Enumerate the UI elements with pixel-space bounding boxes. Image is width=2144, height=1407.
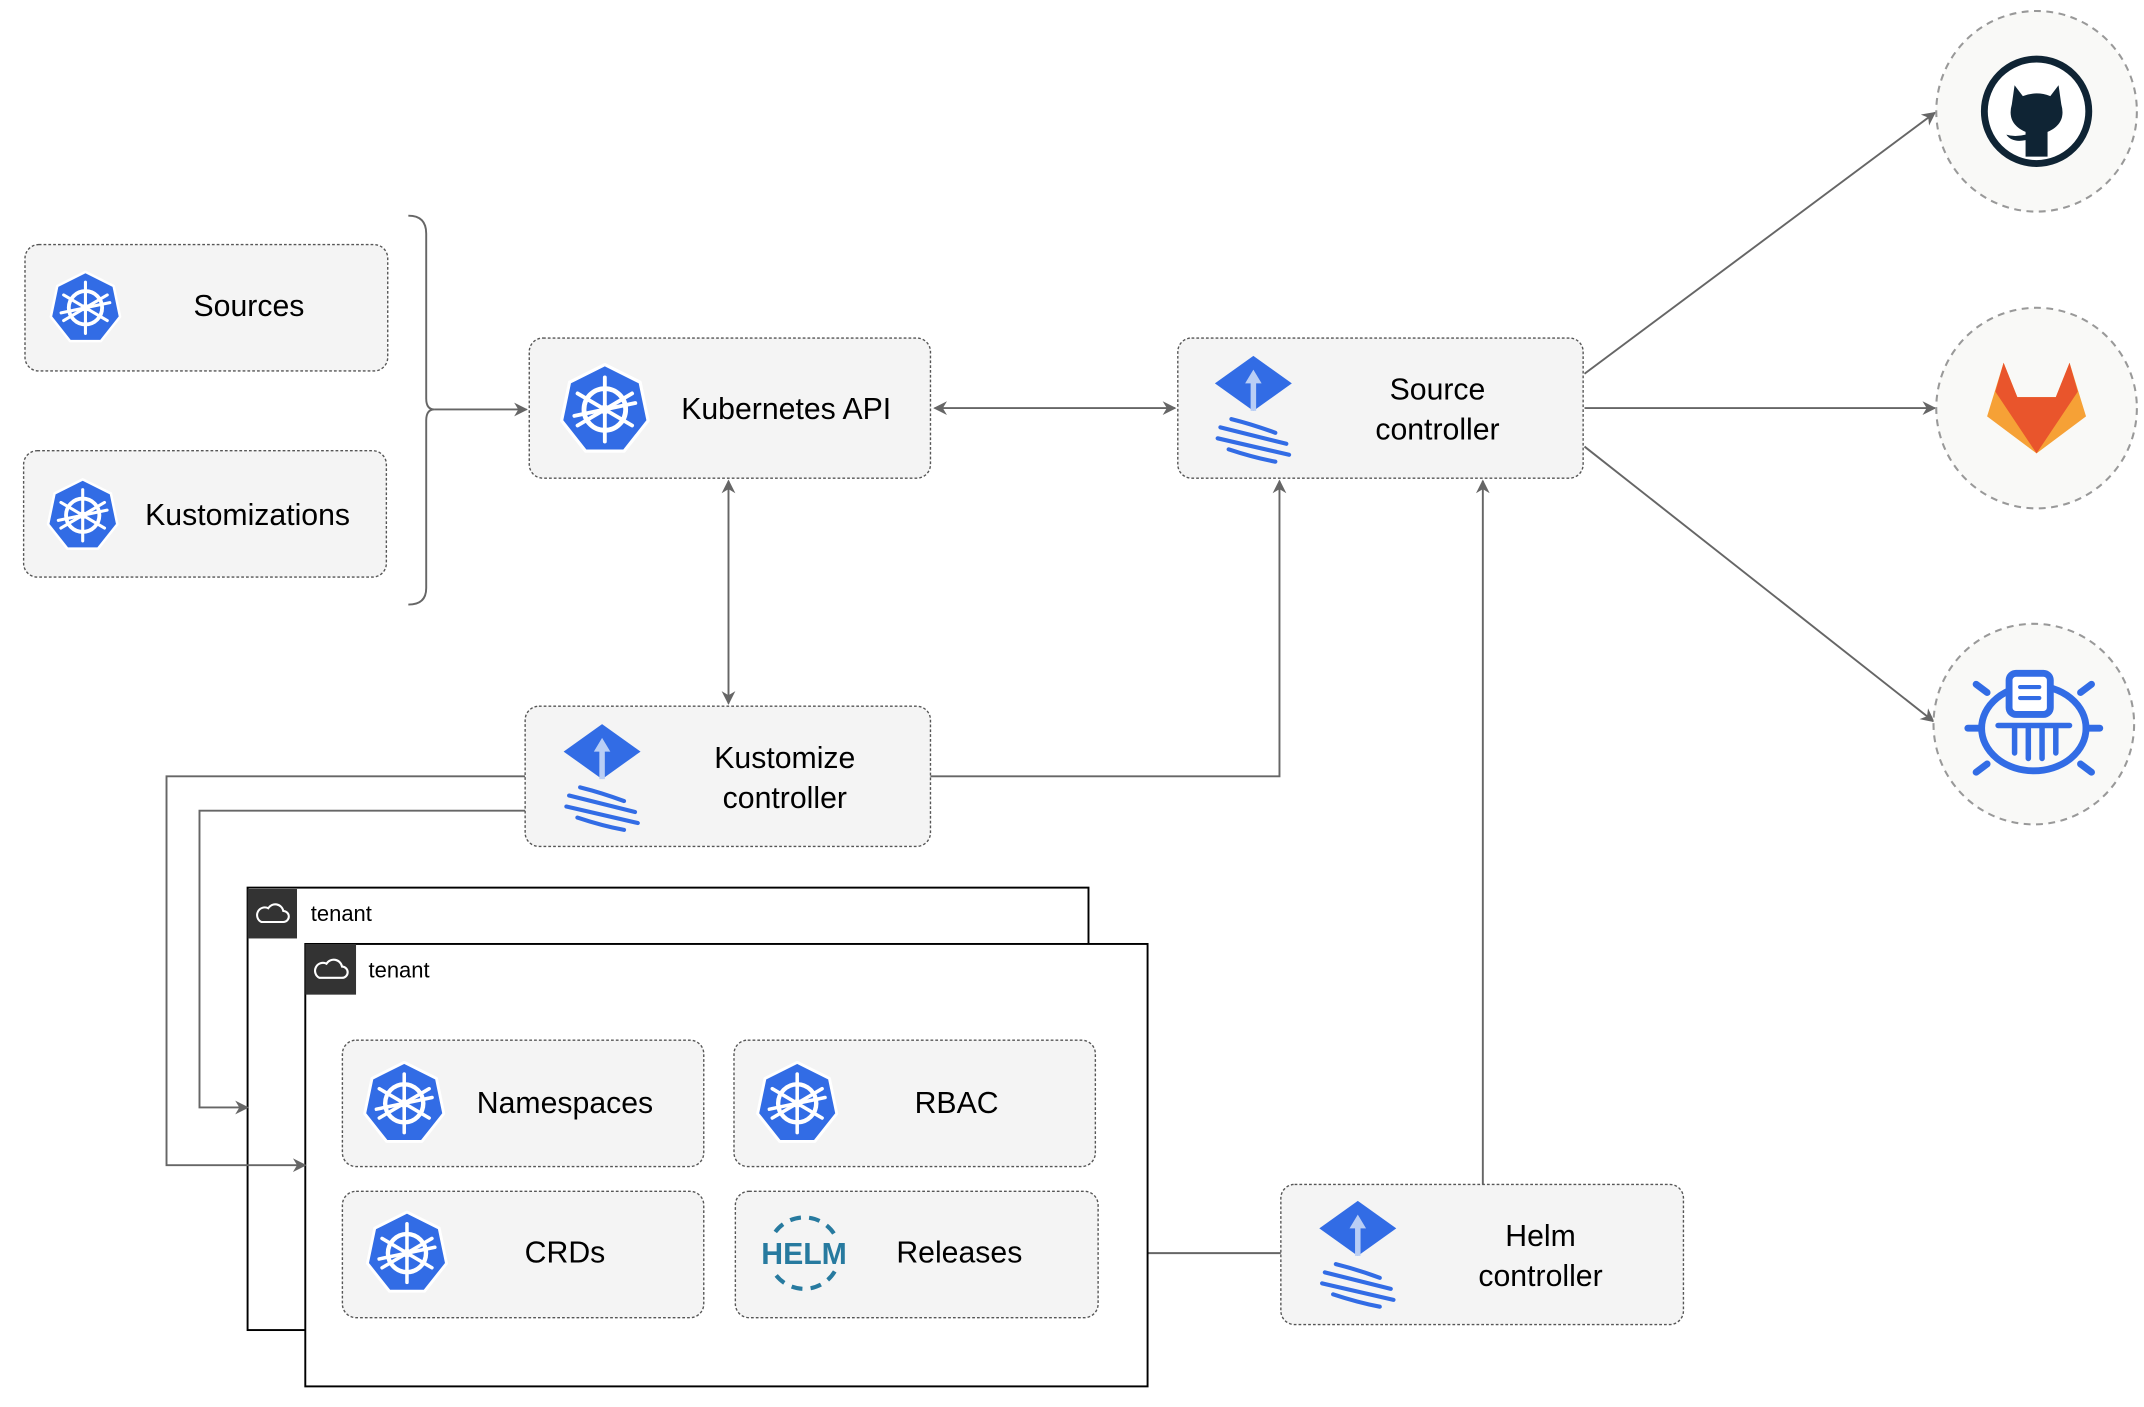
helm-repository-icon: [1964, 669, 2104, 776]
node-crds: CRDs: [341, 1190, 705, 1319]
node-label-line1: Source: [1390, 374, 1486, 407]
node-label: Kustomizations: [145, 499, 350, 532]
github-repository: [1935, 9, 2138, 213]
node-label-line1: Kustomize: [714, 742, 855, 775]
node-namespaces: Namespaces: [341, 1039, 705, 1168]
edge-kustomize-to-tenant-front: [165, 775, 526, 1173]
edge-kustomize-to-source: [930, 479, 1287, 778]
edge-source-to-github: [1583, 111, 1936, 375]
node-kustomizations: Kustomizations: [22, 449, 388, 578]
node-sources: Sources: [24, 243, 389, 372]
cloud-icon: [305, 943, 357, 995]
edge-kustomize-to-tenant-back: [198, 809, 526, 1115]
edge-source-to-helm-repo: [1583, 445, 1935, 723]
node-rbac: RBAC: [733, 1039, 1097, 1168]
bracket: [408, 214, 435, 606]
node-releases: HELM Releases: [734, 1190, 1099, 1319]
node-label-line1: Helm: [1505, 1220, 1576, 1253]
tenant-label: tenant: [311, 901, 372, 926]
node-label-line2: controller: [723, 782, 847, 815]
gitlab-repository: [1935, 306, 2138, 510]
node-label-line2: controller: [1478, 1260, 1602, 1293]
node-label: Sources: [194, 290, 305, 323]
github-icon: [1980, 55, 2093, 167]
node-source-controller: Source controller: [1177, 337, 1584, 479]
gitlab-icon: [1987, 362, 2087, 454]
helm-icon: HELM: [758, 1215, 850, 1291]
node-kustomize-controller: Kustomize controller: [524, 705, 932, 848]
node-label-line2: controller: [1375, 414, 1499, 447]
node-label: Kubernetes API: [681, 393, 891, 426]
tenant-label: tenant: [369, 958, 430, 983]
node-kubernetes-api: Kubernetes API: [528, 337, 932, 479]
node-helm-controller: Helm controller: [1280, 1183, 1685, 1326]
helm-repository: [1932, 622, 2136, 826]
node-label: Releases: [896, 1237, 1022, 1270]
helm-icon-text: HELM: [761, 1238, 847, 1271]
node-label: Namespaces: [477, 1087, 653, 1120]
node-label: CRDs: [525, 1237, 606, 1270]
cloud-icon: [247, 887, 298, 940]
node-label: RBAC: [915, 1087, 999, 1120]
